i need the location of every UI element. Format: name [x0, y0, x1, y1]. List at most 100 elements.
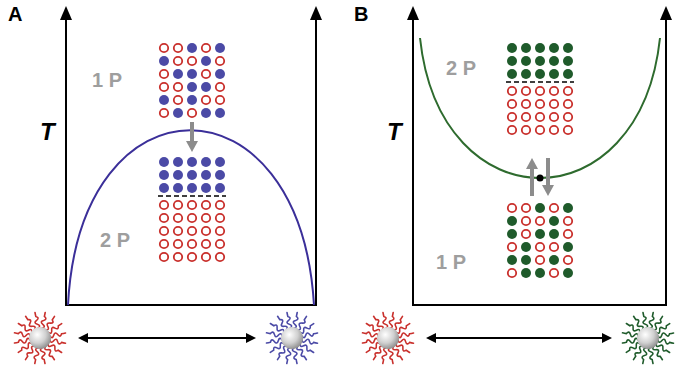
open-particle: [174, 240, 182, 248]
filled-particle: [187, 82, 197, 92]
ligand-chain: [18, 343, 31, 353]
ligand-chain: [383, 313, 388, 329]
nanoparticle-core: [637, 327, 659, 349]
panel-letter: A: [8, 4, 22, 24]
open-particle: [564, 87, 572, 95]
process-arrowhead: [542, 185, 554, 196]
filled-particle: [187, 95, 197, 105]
filled-particle: [173, 170, 183, 180]
ligand-chain: [287, 313, 292, 329]
open-particle: [550, 87, 558, 95]
open-particle: [216, 96, 224, 104]
open-particle: [202, 253, 210, 261]
interface-line: [158, 195, 226, 197]
filled-particle: [215, 69, 225, 79]
binodal-curve: [420, 38, 660, 178]
open-particle: [160, 214, 168, 222]
axis-line: [315, 18, 317, 306]
nanoparticle-core: [377, 327, 399, 349]
open-particle: [160, 70, 168, 78]
open-particle: [508, 269, 516, 277]
process-arrowhead: [526, 158, 538, 169]
filled-particle: [159, 95, 169, 105]
open-particle: [188, 214, 196, 222]
arrowhead: [78, 333, 88, 343]
ligand-chain: [649, 313, 654, 329]
open-particle: [550, 126, 558, 134]
ligand-chain: [45, 346, 55, 359]
phase-label: 2 P: [446, 58, 476, 78]
ligand-chain: [653, 346, 663, 359]
ligand-chain: [398, 339, 414, 344]
open-particle: [508, 87, 516, 95]
filled-particle: [187, 43, 197, 53]
filled-particle: [215, 43, 225, 53]
arrowhead: [426, 333, 436, 343]
ligand-chain: [363, 332, 379, 337]
ligand-chain: [363, 338, 379, 343]
open-particle: [188, 227, 196, 235]
open-particle: [564, 217, 572, 225]
ligand-chain: [634, 316, 644, 329]
filled-particle: [521, 69, 531, 79]
ligand-chain: [278, 316, 288, 329]
filled-particle: [563, 203, 573, 213]
filled-particle: [173, 108, 183, 118]
filled-particle: [549, 216, 559, 226]
open-particle: [174, 227, 182, 235]
nanoparticle-core: [281, 327, 303, 349]
filled-particle: [507, 56, 517, 66]
arrowhead: [602, 333, 612, 343]
filled-particle: [521, 268, 531, 278]
ligand-chain: [656, 324, 669, 334]
open-particle: [550, 243, 558, 251]
filled-particle: [549, 255, 559, 265]
ligand-chain: [658, 333, 674, 338]
ligand-chain: [374, 316, 384, 329]
process-arrow: [530, 167, 534, 196]
filled-particle: [173, 183, 183, 193]
open-particle: [188, 201, 196, 209]
open-particle: [188, 57, 196, 65]
open-particle: [160, 240, 168, 248]
filled-particle: [563, 268, 573, 278]
open-particle: [522, 87, 530, 95]
open-particle: [550, 269, 558, 277]
axis-line: [665, 18, 667, 306]
open-particle: [216, 57, 224, 65]
ligand-chain: [293, 313, 298, 329]
filled-particle: [549, 69, 559, 79]
filled-particle: [187, 157, 197, 167]
filled-particle: [201, 170, 211, 180]
ligand-chain: [267, 332, 283, 337]
open-particle: [202, 214, 210, 222]
ligand-chain: [398, 333, 414, 338]
open-particle: [216, 253, 224, 261]
open-particle: [160, 253, 168, 261]
ligand-chain: [50, 333, 66, 338]
ligand-chain: [41, 313, 46, 329]
open-particle: [160, 44, 168, 52]
filled-particle: [173, 69, 183, 79]
open-particle: [536, 87, 544, 95]
ligand-chain: [286, 348, 291, 364]
filled-particle: [201, 56, 211, 66]
filled-particle: [187, 69, 197, 79]
interface-line: [506, 81, 574, 83]
open-particle: [216, 214, 224, 222]
open-particle: [536, 126, 544, 134]
open-particle: [508, 126, 516, 134]
filled-particle: [535, 43, 545, 53]
open-particle: [564, 256, 572, 264]
filled-particle: [521, 242, 531, 252]
open-particle: [522, 126, 530, 134]
ligand-chain: [270, 343, 283, 353]
open-particle: [202, 201, 210, 209]
open-particle: [536, 113, 544, 121]
open-particle: [160, 109, 168, 117]
nanoparticle-core: [29, 327, 51, 349]
axis-line: [65, 304, 317, 306]
filled-particle: [159, 170, 169, 180]
ligand-chain: [302, 339, 318, 344]
filled-particle: [535, 268, 545, 278]
